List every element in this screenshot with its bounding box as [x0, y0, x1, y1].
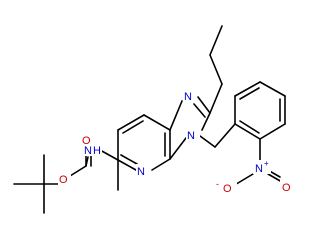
nitro-oxygen-charge: - [216, 179, 219, 189]
nitro-nitrogen-charge: + [264, 159, 269, 168]
ester-oxygen-label: O [59, 174, 68, 186]
bond-lines [13, 25, 286, 214]
nitro-oxygen-negative-label: O [223, 183, 232, 195]
pyridine-nitrogen-atom: N [136, 164, 150, 178]
nitro-nitrogen-label: N [255, 163, 263, 175]
imidazole-bottom-nitrogen-atom: N [186, 128, 200, 142]
amide-hydrogen-label: H [93, 145, 101, 157]
nitro-oxygen-double-label: O [282, 182, 291, 194]
imidazole-bottom-nitrogen-label: N [187, 130, 195, 142]
carbonyl-oxygen-label: O [82, 135, 91, 147]
amide-nitrogen-label: N [84, 145, 92, 157]
nitro-oxygen-negative-atom: O - [216, 179, 237, 195]
nitro-nitrogen-atom: N + [253, 159, 271, 175]
pyridine-nitrogen-label: N [137, 166, 145, 178]
molecule-structure: N H O O N N N N + O - [13, 25, 294, 214]
nitro-oxygen-double-atom: O [280, 180, 294, 194]
atom-labels: N H O O N N N N + O - [58, 89, 294, 195]
ester-oxygen-atom: O [58, 172, 71, 186]
imidazole-top-nitrogen-label: N [184, 91, 192, 103]
imidazole-top-nitrogen-atom: N [183, 89, 197, 103]
carbonyl-oxygen-atom: O [81, 133, 95, 147]
amide-nh-atom: N H [82, 143, 102, 157]
